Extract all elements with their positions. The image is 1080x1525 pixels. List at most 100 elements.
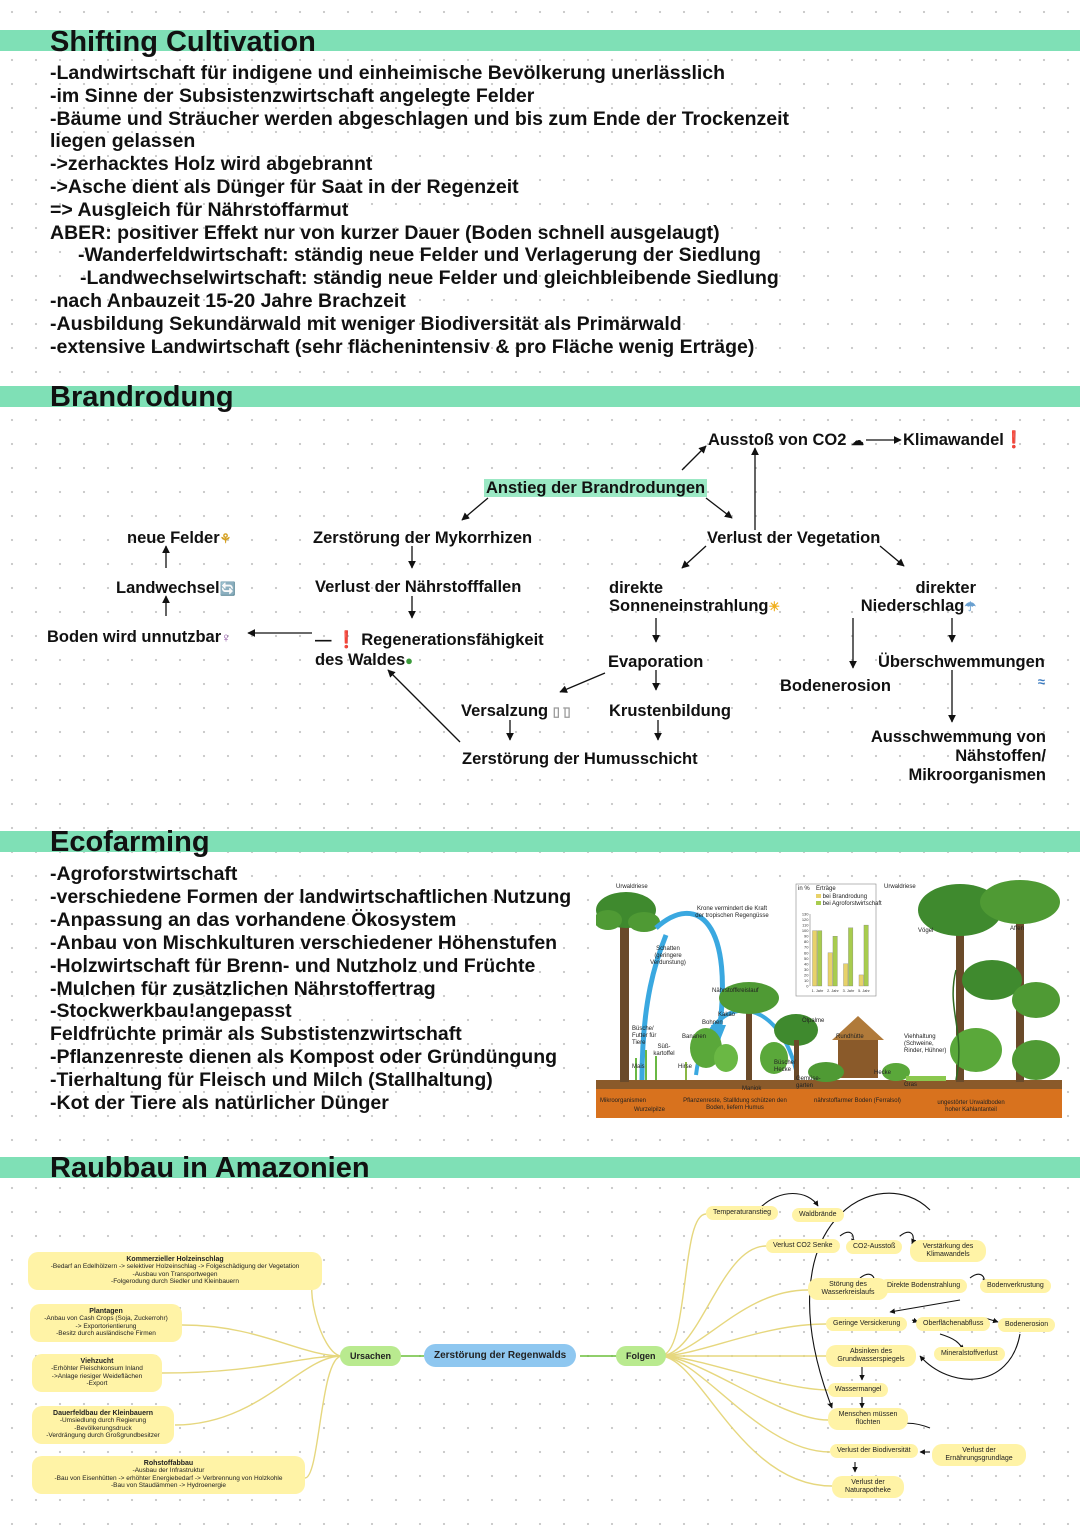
text-line: ->zerhacktes Holz wird abgebrannt [50,153,373,176]
label-voegel: Vögel [918,928,934,934]
soil-band [596,1088,1062,1118]
label-kakao: Kakao [718,1012,736,1018]
text-line: => Ausgleich für Nährstoffarmut [50,198,349,221]
effect-oberflaechenabfluss: Oberflächenabfluss [916,1317,991,1331]
effect-mineralstoffverlust: Mineralstoffverlust [934,1347,1005,1361]
text-line: -nach Anbauzeit 15-20 Jahre Brachzeit [50,289,406,312]
text-line: -Anpassung an das vorhandene Ökosystem [50,908,457,931]
chart-bar [827,952,833,987]
section-title-ecofarming: Ecofarming [50,826,210,858]
section-band-brandrodung [0,386,1080,407]
text-line: liegen gelassen [50,130,196,153]
ecofarming-text: -Agroforstwirtschaft -verschiedene Forme… [50,863,571,1115]
effect-bodenstrahlung: Direkte Bodenstrahlung [880,1279,968,1293]
label-gras: Gras [904,1082,918,1088]
section-title-shifting: Shifting Cultivation [50,26,316,58]
y-tick-label: 110 [802,923,809,928]
node-naehrstofffallen: Verlust der Nährstofffallen [315,578,522,596]
effect-temperaturanstieg: Temperaturanstieg [706,1206,778,1220]
node-regeneration: — ❗ Regenerationsfähigkeit des Waldes● [315,628,544,673]
label-maniok: Maniok [742,1086,762,1092]
ausschwemmung-line-1: Ausschwemmung von [870,728,1046,746]
label-gemuese: Gemüse-garten [796,1076,821,1089]
y-tick-label: 100 [802,928,809,933]
cause-line: -> Exportorientierung [75,1322,137,1330]
sun-icon: ☀ [768,599,781,614]
chart-bar [858,974,864,987]
ausschwemmung-line-2: Nähstoffen/ [955,747,1046,765]
x-tick-label: 5. Jahr [858,989,870,993]
cause-line: -Ausbau von Transportwegen [132,1270,218,1278]
node-niederschlag: direkter Niederschlag☂ [852,579,976,616]
cause-plantagen: Plantagen -Anbau von Cash Crops (Soja, Z… [30,1304,182,1342]
folgen-node: Folgen [616,1346,666,1366]
text-line: ABER: positiver Effekt nur von kurzer Da… [50,221,720,244]
cause-viehzucht: Viehzucht -Erhöhter Fleischkonsum Inland… [32,1354,162,1392]
chart-bar [843,963,849,987]
node-krustenbildung: Krustenbildung [609,702,731,720]
cause-holzeinschlag: Kommerzieller Holzeinschlag -Bedarf an E… [28,1252,322,1290]
effect-biodiversitaet: Verlust der Biodiversität [830,1444,918,1458]
y-tick-label: 0 [806,984,809,989]
wave-icon: ≈ [1037,674,1045,689]
cause-line: -Anbau von Cash Crops (Soja, Zuckerrohr) [44,1315,168,1323]
ursachen-node: Ursachen [340,1346,402,1366]
cause-title: Plantagen [89,1308,123,1315]
label-pflanzenreste: Pflanzenreste, Stallldung schützen den B… [683,1098,787,1111]
node-ausschwemmung: Ausschwemmung von Nähstoffen/ Mikroorgan… [860,728,1046,785]
cause-line: -Umsiedlung durch Regierung [59,1417,147,1425]
text-line: -Landwirtschaft für indigene und einheim… [50,62,726,84]
chart-bar [848,927,854,987]
cause-dauerfeldbau: Dauerfeldbau der Kleinbauern -Umsiedlung… [32,1406,174,1444]
ueberschwemmungen-label: Überschwemmungen [878,653,1045,671]
effect-bodenverkrustung: Bodenverkrustung [980,1279,1051,1293]
chart-title: Erträge [816,886,836,892]
section-band-ecofarming [0,831,1080,852]
y-tick-label: 130 [802,912,809,917]
label-bananen: Bananen [682,1034,707,1040]
label-bohnen: Bohnen [702,1020,723,1026]
person-icon: ♀ [221,630,231,645]
label-urwaldriese-right: Urwaldriese [884,884,916,890]
sonne-line-1: direkte [609,579,664,597]
text-line: -Bäume und Sträucher werden abgeschlagen… [50,107,789,130]
chart-bar [812,930,818,987]
effect-wassermangel: Wassermangel [828,1383,889,1397]
y-tick-label: 40 [804,961,809,966]
effect-wasserkreislauf: Störung des Wasserkreislaufs [808,1278,888,1300]
text-line: -im Sinne der Subsistenzwirtschaft angel… [50,84,535,107]
cause-line: -Bau von Eisenhütten -> erhöhter Energie… [54,1474,283,1482]
effect-ernaehrung: Verlust der Ernährungsgrundlage [932,1444,1026,1466]
text-line: -Pflanzenreste dienen als Kompost oder G… [50,1046,558,1069]
node-landwechsel: Landwechsel🔄 [116,579,236,597]
label-hecke: Hecke [874,1070,892,1076]
node-mykorrhizen: Zerstörung der Mykorrhizen [313,529,533,547]
section-band-shifting [0,30,1080,51]
exclamation-icon: ❗ [1003,431,1025,449]
label-affen: Affen [1010,926,1024,932]
illustration-drawing [596,880,1062,1118]
label-viehhaltung: Viehhaltung (Schweine, Rinder, Hühner) [904,1034,947,1054]
chart-bar [832,936,838,987]
label-buesche: Büsche/ Futter für Tiere [632,1026,657,1046]
cause-title: Rohstoffabbau [143,1460,194,1467]
effect-naturapotheke: Verlust der Naturapotheke [832,1476,904,1498]
effect-versickerung: Geringe Versickerung [826,1317,908,1331]
node-versalzung: Versalzung ▯ ▯ [461,702,571,720]
node-sonneneinstrahlung: direkte Sonneneinstrahlung☀ [609,579,780,616]
cause-line: -Bedarf an Edelhölzern -> selektiver Hol… [50,1263,300,1271]
shifting-text: -Landwirtschaft für indigene und einheim… [50,62,789,358]
label-mais: Mais [632,1064,645,1070]
label-krone: Krone vermindert die Kraft der tropische… [695,906,769,919]
effect-klimawandel: Verstärkung des Klimawandels [910,1240,986,1262]
effect-fluechten: Menschen müssen flüchten [828,1408,908,1430]
label-kreislauf: Nährstoffkreislauf [712,988,759,994]
text-line: Feldfrüchte primär als Substistenzwirtsc… [50,1023,462,1046]
salt-shaker-icon: ▯ ▯ [552,704,571,719]
node-ausstoss-co2: Ausstoß von CO2 ☁ [708,431,865,449]
y-tick-label: 120 [802,917,809,922]
cause-rohstoffabbau: Rohstoffabbau -Ausbau der Infrastruktur … [32,1456,305,1494]
